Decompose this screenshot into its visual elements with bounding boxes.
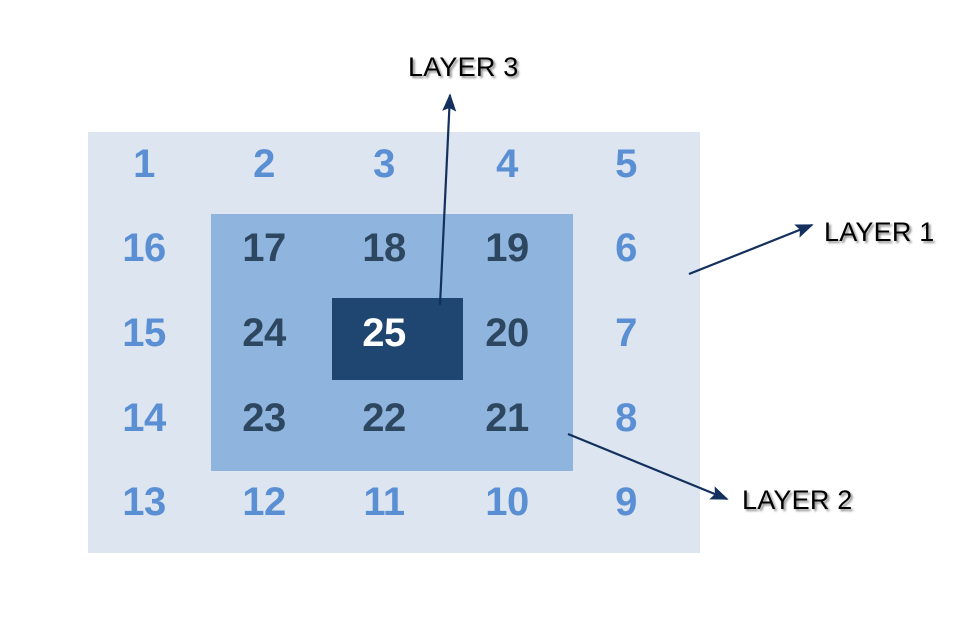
grid-cell-4: 4: [496, 142, 518, 186]
grid-cell-12: 12: [242, 480, 286, 524]
grid-cell-16: 16: [122, 226, 166, 270]
grid-cell-19: 19: [485, 226, 529, 270]
grid-cell-14: 14: [122, 396, 166, 440]
grid-cell-22: 22: [362, 396, 406, 440]
layer-3-rect: [332, 298, 463, 380]
grid-cell-9: 9: [615, 480, 637, 524]
grid-cell-7: 7: [615, 311, 637, 355]
grid-cell-18: 18: [362, 226, 406, 270]
grid-cell-15: 15: [122, 311, 166, 355]
grid-cell-20: 20: [485, 311, 529, 355]
annotation-label-layer-1: LAYER 1: [824, 217, 935, 247]
grid-cell-3: 3: [373, 142, 395, 186]
grid-cell-17: 17: [242, 226, 286, 270]
annotation-label-layer-3: LAYER 3: [408, 52, 519, 82]
grid-cell-13: 13: [122, 480, 166, 524]
grid-cell-24: 24: [242, 311, 286, 355]
grid-cell-2: 2: [253, 142, 275, 186]
grid-cell-6: 6: [615, 226, 637, 270]
annotation-label-layer-2: LAYER 2: [742, 485, 853, 515]
grid-cell-11: 11: [363, 480, 405, 524]
grid-cell-10: 10: [485, 480, 529, 524]
grid-cell-25: 25: [362, 311, 406, 355]
grid-cell-21: 21: [485, 396, 529, 440]
grid-cell-5: 5: [615, 142, 637, 186]
arrow-layer1: [688, 223, 814, 276]
grid-cell-1: 1: [133, 142, 155, 186]
grid-cell-23: 23: [242, 396, 286, 440]
grid-cell-8: 8: [615, 396, 637, 440]
